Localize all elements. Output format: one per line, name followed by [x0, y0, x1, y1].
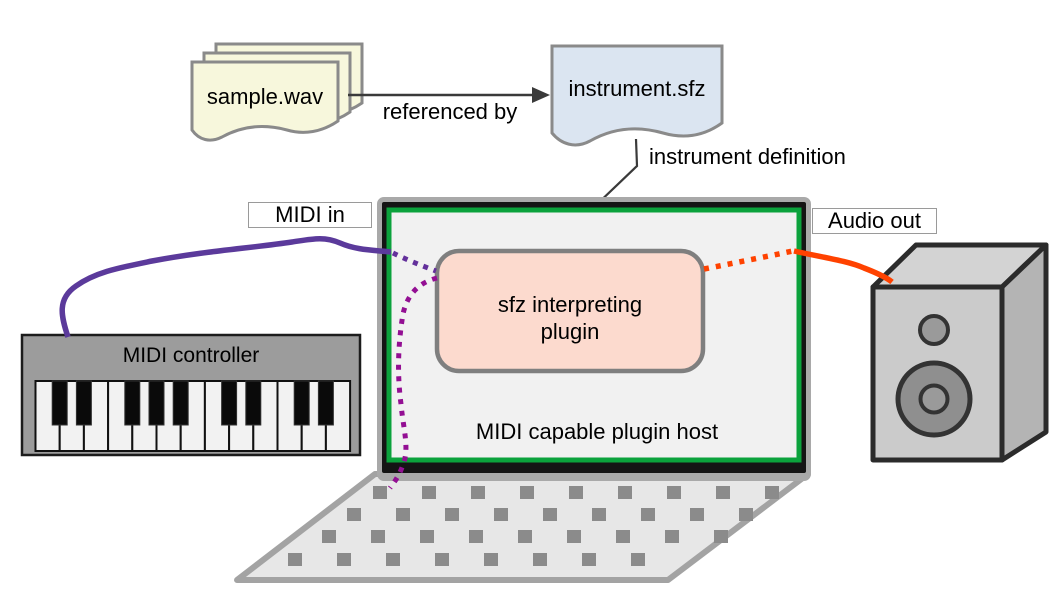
key: [618, 486, 632, 499]
key: [337, 553, 351, 566]
key: [293, 380, 310, 426]
key: [716, 486, 730, 499]
key: [245, 380, 262, 426]
key: [373, 486, 387, 499]
referenced-by-arrow: [348, 87, 550, 103]
instrument-definition-label: instrument definition: [649, 143, 846, 169]
speaker-side: [999, 242, 1049, 463]
key: [641, 508, 655, 521]
key: [714, 530, 728, 543]
speaker: [870, 242, 1049, 463]
key: [347, 508, 361, 521]
key: [582, 553, 596, 566]
laptop-keys: [288, 486, 779, 566]
key: [690, 508, 704, 521]
key: [616, 530, 630, 543]
audio-out-label: Audio out: [812, 208, 937, 234]
audio-wire: [793, 248, 894, 285]
key: [51, 380, 68, 426]
key: [739, 508, 753, 521]
key: [543, 508, 557, 521]
key: [631, 553, 645, 566]
key: [592, 508, 606, 521]
key: [665, 530, 679, 543]
key: [172, 380, 189, 426]
key: [75, 380, 92, 426]
midi-in-label: MIDI in: [248, 202, 372, 228]
key: [667, 486, 681, 499]
plugin-host-label: MIDI capable plugin host: [475, 418, 719, 444]
key: [484, 553, 498, 566]
plugin-box: [434, 248, 706, 374]
sample-wav-label: sample.wav: [206, 83, 324, 109]
key: [569, 486, 583, 499]
midi-wire: [59, 236, 392, 338]
key: [422, 486, 436, 499]
plugin-label: sfz interpreting plugin: [497, 292, 643, 344]
key: [435, 553, 449, 566]
key: [420, 530, 434, 543]
key: [469, 530, 483, 543]
tweeter: [918, 314, 950, 346]
key: [221, 380, 238, 426]
key: [396, 508, 410, 521]
key: [445, 508, 459, 521]
piano-keys: [34, 380, 352, 452]
midi-dotted-wire: [391, 250, 437, 274]
key: [765, 486, 779, 499]
key: [520, 486, 534, 499]
instrument-sfz-label: instrument.sfz: [568, 75, 706, 101]
referenced-by-label: referenced by: [382, 98, 518, 124]
key: [124, 380, 141, 426]
midi-controller: [20, 333, 362, 457]
midi-controller-label: MIDI controller: [122, 344, 260, 368]
key: [322, 530, 336, 543]
key: [371, 530, 385, 543]
key: [317, 380, 334, 426]
woofer-cap: [918, 383, 950, 415]
key: [518, 530, 532, 543]
key: [533, 553, 547, 566]
key: [288, 553, 302, 566]
key: [494, 508, 508, 521]
key: [148, 380, 165, 426]
key: [386, 553, 400, 566]
plugin-midi-dotted-wire: [387, 275, 438, 490]
key: [567, 530, 581, 543]
key: [471, 486, 485, 499]
